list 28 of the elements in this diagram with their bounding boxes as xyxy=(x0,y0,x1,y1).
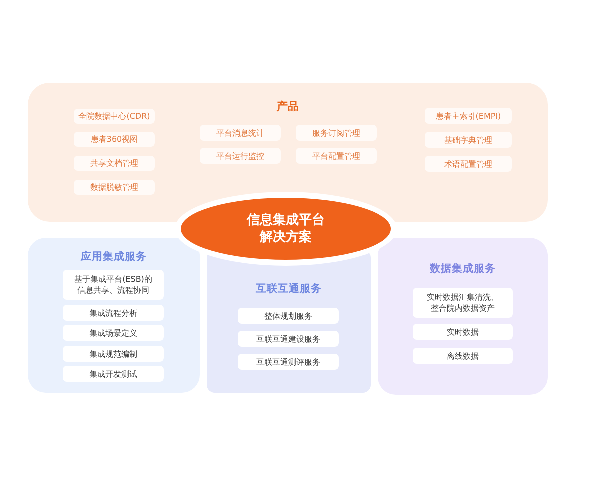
item-box: 互联互通测评服务 xyxy=(238,354,339,370)
item-box: 患者360视图 xyxy=(74,132,155,147)
item-box: 整体规划服务 xyxy=(238,308,339,324)
item-box: 服务订阅管理 xyxy=(296,125,377,141)
item-box: 平台运行监控 xyxy=(200,148,281,164)
panel-title: 数据集成服务 xyxy=(430,263,496,276)
item-box: 集成规范编制 xyxy=(63,346,164,362)
item-box: 患者主索引(EMPI) xyxy=(425,108,512,124)
item-box: 术语配置管理 xyxy=(425,156,512,172)
panel-title: 互联互通服务 xyxy=(256,283,322,296)
item-box: 实时数据 xyxy=(413,324,513,340)
item-box: 数据脱敏管理 xyxy=(74,180,155,195)
item-box: 全院数据中心(CDR) xyxy=(74,109,155,124)
panel-title: 产品 xyxy=(277,100,299,113)
item-box: 基础字典管理 xyxy=(425,132,512,148)
item-box: 集成流程分析 xyxy=(63,305,164,321)
section-panel xyxy=(378,238,548,395)
item-box: 共享文档管理 xyxy=(74,156,155,171)
item-box: 实时数据汇集清洗、整合院内数据资产 xyxy=(413,288,513,318)
item-box: 平台配置管理 xyxy=(296,148,377,164)
section-panel xyxy=(28,238,200,393)
item-box: 基于集成平台(ESB)的信息共享、流程协同 xyxy=(63,270,164,300)
item-box: 集成场景定义 xyxy=(63,325,164,341)
item-box: 离线数据 xyxy=(413,348,513,364)
item-box: 集成开发测试 xyxy=(63,366,164,382)
item-box: 平台消息统计 xyxy=(200,125,281,141)
item-box: 互联互通建设服务 xyxy=(238,331,339,347)
panel-title: 应用集成服务 xyxy=(81,251,147,264)
